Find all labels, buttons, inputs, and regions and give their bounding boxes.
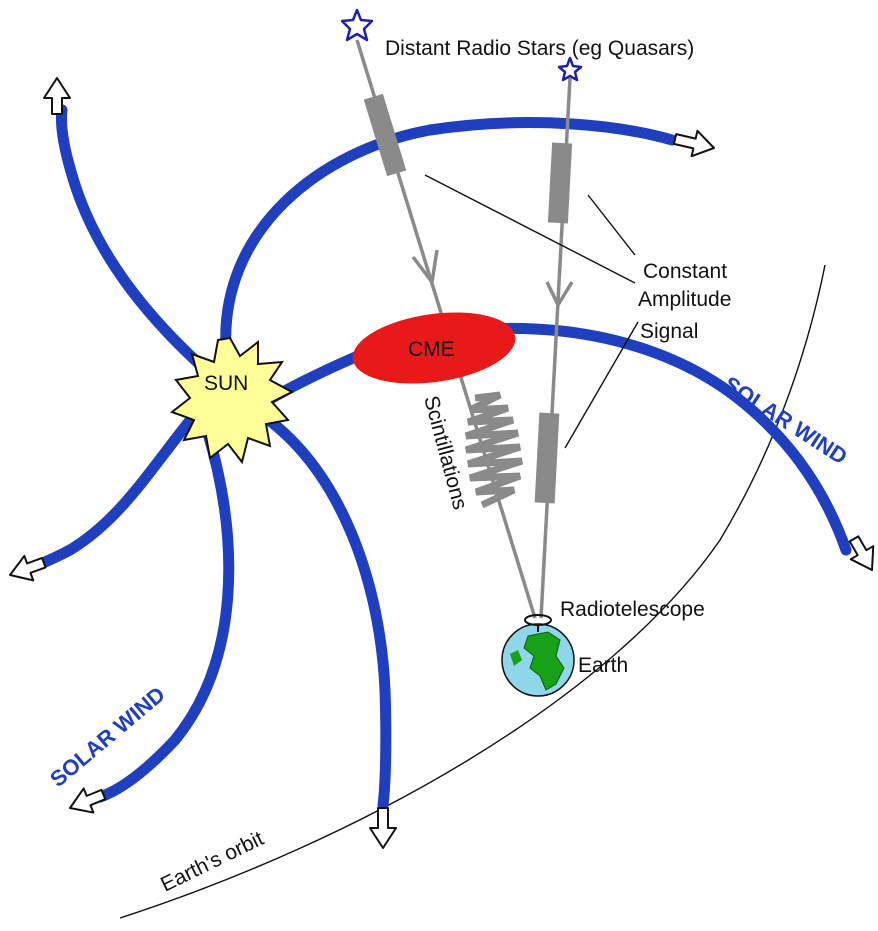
signal-arrow-left <box>411 249 439 287</box>
signal-block-upper-left <box>363 93 407 177</box>
signal-block-upper-right <box>547 142 573 224</box>
sun-burst-icon <box>169 336 295 465</box>
hollow-arrow-icon <box>848 535 875 571</box>
radiotelescope-icon <box>524 614 552 632</box>
sun: SUN <box>169 336 295 465</box>
pointer-line-2 <box>587 194 636 256</box>
scintillation-signal <box>464 391 524 509</box>
earth-orbit-curve <box>119 264 826 919</box>
cme-ellipse <box>352 312 516 384</box>
star-icon <box>340 8 374 42</box>
earth-label: Earth <box>578 654 628 677</box>
cme-label: CME <box>408 338 455 361</box>
radiotelescope-label: Radiotelescope <box>560 598 705 621</box>
constant-amplitude-blocks <box>363 93 573 504</box>
solar-wind-line-lower <box>256 409 392 811</box>
solar-wind-line-through-cme <box>266 322 852 556</box>
signal-arrow-right <box>545 281 574 309</box>
signal-block-lower-right <box>534 412 560 504</box>
pointer-line-1 <box>424 174 636 284</box>
signal-label-line2: Amplitude <box>638 288 731 311</box>
stars <box>340 8 583 82</box>
solar-wind-line-lower-left <box>94 424 235 803</box>
signal-label-line1: Constant <box>643 260 727 283</box>
hollow-arrow-icon <box>9 554 47 582</box>
pointer-line-3 <box>564 321 639 449</box>
sun-label: SUN <box>204 372 248 395</box>
hollow-arrow-icon <box>69 787 107 814</box>
star-icon <box>557 56 583 82</box>
solar-wind-line-left <box>32 412 198 571</box>
earth-land-small-icon <box>510 650 522 666</box>
hollow-arrow-icon <box>672 129 715 158</box>
hollow-arrow-icon <box>369 807 397 849</box>
signal-pointer-lines <box>424 174 639 449</box>
wind-arrowheads <box>9 77 875 849</box>
earth-land-icon <box>523 631 565 691</box>
constant-amplitude-signal-label: Constant Amplitude Signal <box>638 260 731 343</box>
solar-wind-line-top-arc <box>220 117 678 354</box>
solar-wind-line-up-left <box>55 104 214 378</box>
signal-label-line3: Signal <box>640 320 698 343</box>
earth <box>501 614 575 697</box>
hollow-arrow-icon <box>43 77 71 115</box>
radio-stars-label: Distant Radio Stars (eg Quasars) <box>385 37 694 60</box>
solar-wind-lines <box>32 104 852 811</box>
